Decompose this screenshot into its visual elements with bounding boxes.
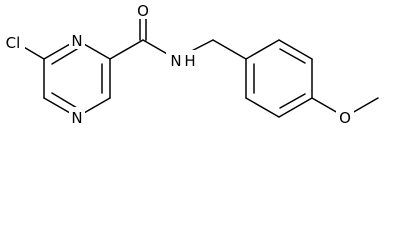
cl-label-mask [1,32,25,52]
bond-benzene-4 [278,97,313,118]
atom-labels: Cl N N O N H O [1,0,354,127]
methoxy-o-atom-label: O [339,109,351,127]
amide-nh-label-mask [166,50,196,70]
cl-atom-label: Cl [6,34,21,52]
amide-n-atom-label: N [170,52,181,70]
bond-cl-c [21,45,45,60]
carbonyl-o-atom-label: O [137,2,149,20]
n-ring-top-label-mask [69,30,85,49]
methoxy-o-label-mask [336,107,354,126]
bond-ch2-benzene [212,39,247,60]
amide-h-atom-label: H [184,52,195,70]
n-ring-bottom-atom-label: N [71,109,82,127]
bond-benzene-4-inner [279,93,306,109]
bond-ring-c-carbonyl [109,39,144,60]
carbonyl-o-label-mask [134,0,152,19]
bond-benzene-2 [278,39,313,60]
bond-benzene-1 [245,39,280,60]
n-ring-bottom-label-mask [69,107,85,126]
bond-benzene-2-inner [279,48,306,64]
bond-ring-c-n-top-inner [51,48,78,65]
bond-benzene-5 [245,97,280,118]
bond-ring-n-bottom-c-inner [51,92,78,109]
n-ring-top-atom-label: N [71,32,82,50]
chemical-structure: Cl N N O N H O [1,0,379,127]
